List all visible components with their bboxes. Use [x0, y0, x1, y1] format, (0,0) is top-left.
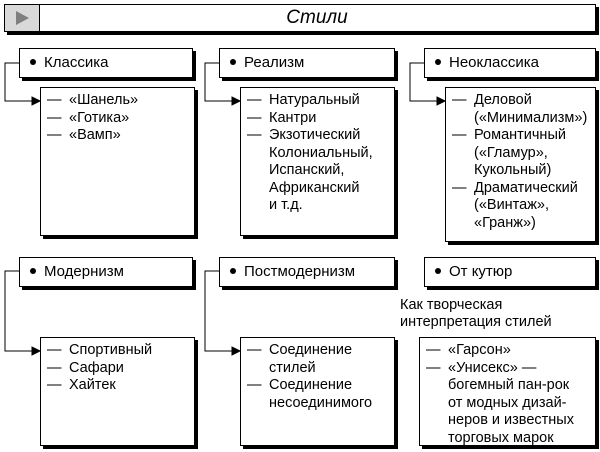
- style-item-continuation: от модных дизай-: [448, 394, 567, 411]
- style-list-item: «Вамп»: [41, 127, 188, 145]
- category-header-label: Реализм: [244, 54, 305, 71]
- category-header-neoclassic: Неоклассика: [424, 48, 596, 78]
- note-line: интерпретация стилей: [400, 314, 552, 330]
- style-item-continuation: «Гранж»): [474, 214, 536, 231]
- style-item-continuation: и т.д.: [269, 197, 303, 213]
- style-item-label: Соединение: [269, 342, 353, 358]
- style-list-item: «Шанель»: [41, 92, 188, 110]
- style-item-label: Сафари: [69, 359, 124, 376]
- style-item-continuation: стилей: [269, 359, 316, 376]
- style-item-label: Деловой: [474, 92, 532, 108]
- bullet-icon: [230, 59, 236, 66]
- bullet-icon: [30, 59, 36, 66]
- style-item-continuation: богемный пан-рок: [448, 377, 570, 393]
- style-item-label: Драматический: [474, 179, 578, 196]
- category-header-haute-couture: От кутюр: [424, 257, 596, 287]
- category-header-classic: Классика: [19, 48, 193, 78]
- style-list-item: Деловой(«Минимализм»): [446, 92, 589, 127]
- note-line: Как творческая: [400, 297, 503, 313]
- category-header-realism: Реализм: [219, 48, 395, 78]
- style-list-modernism: СпортивныйСафариХайтек: [40, 337, 195, 446]
- style-item-label: «Шанель»: [69, 92, 139, 108]
- style-list-item: Романтичный(«Гламур»,Кукольный): [446, 127, 589, 180]
- style-item-continuation: неров и известных: [448, 412, 574, 428]
- style-item-label: «Готика»: [69, 109, 130, 126]
- bullet-icon: [435, 268, 441, 275]
- category-header-postmodernism: Постмодернизм: [219, 257, 395, 287]
- style-list-item: «Гарсон»: [420, 342, 589, 360]
- style-list-item: Экзотический Колониальный, Испанский, Аф…: [241, 127, 388, 215]
- style-list-item: Спортивный: [41, 342, 188, 360]
- bullet-icon: [435, 59, 441, 66]
- style-list-item: Драматический(«Винтаж»,«Гранж»): [446, 180, 589, 233]
- diagram-title-bar: Стили: [4, 4, 596, 32]
- style-item-label: Натуральный: [269, 92, 360, 108]
- style-item-continuation: Испанский,: [269, 162, 345, 178]
- bullet-icon: [30, 268, 36, 275]
- category-header-label: Классика: [44, 54, 109, 71]
- bullet-icon: [230, 268, 236, 275]
- style-list-classic: «Шанель»«Готика»«Вамп»: [40, 87, 195, 236]
- haute-couture-note: Как творческая интерпретация стилей: [400, 297, 596, 331]
- style-list-neoclassic: Деловой(«Минимализм»)Романтичный(«Гламур…: [445, 87, 596, 242]
- style-list-item: Сафари: [41, 360, 188, 378]
- style-list-item: Хайтек: [41, 377, 188, 395]
- play-icon-cell: [5, 5, 40, 31]
- play-icon: [16, 11, 29, 25]
- style-item-continuation: Колониальный,: [269, 144, 373, 161]
- style-item-label: Спортивный: [69, 342, 153, 358]
- style-item-label: Кантри: [269, 109, 317, 126]
- style-list-realism: НатуральныйКантриЭкзотический Колониальн…: [240, 87, 395, 236]
- style-list-item: Кантри: [241, 110, 388, 128]
- category-header-label: Неоклассика: [449, 54, 539, 71]
- style-item-label: «Унисекс» —: [448, 359, 537, 376]
- style-item-continuation: несоединимого: [269, 394, 373, 411]
- category-header-label: От кутюр: [449, 263, 513, 280]
- category-header-label: Постмодернизм: [244, 263, 356, 280]
- style-item-label: «Вамп»: [69, 127, 121, 143]
- style-item-continuation: («Минимализм»): [474, 109, 588, 126]
- style-item-continuation: («Винтаж»,: [474, 197, 550, 213]
- style-list-item: «Готика»: [41, 110, 188, 128]
- style-item-continuation: Африканский: [269, 179, 360, 196]
- diagram-title: Стили: [286, 7, 348, 28]
- style-item-continuation: торговых марок: [448, 429, 554, 446]
- style-list-item: Натуральный: [241, 92, 388, 110]
- style-item-label: Соединение: [269, 377, 353, 393]
- style-item-label: Экзотический: [269, 127, 361, 143]
- style-list-postmodernism: СоединениестилейСоединениенесоединимого: [240, 337, 395, 446]
- style-item-label: «Гарсон»: [448, 342, 511, 358]
- category-header-modernism: Модернизм: [19, 257, 193, 287]
- style-item-label: Романтичный: [474, 127, 566, 143]
- category-header-label: Модернизм: [44, 263, 124, 280]
- style-item-continuation: Кукольный): [474, 162, 552, 178]
- style-item-label: Хайтек: [69, 377, 116, 393]
- style-item-continuation: («Гламур»,: [474, 144, 548, 161]
